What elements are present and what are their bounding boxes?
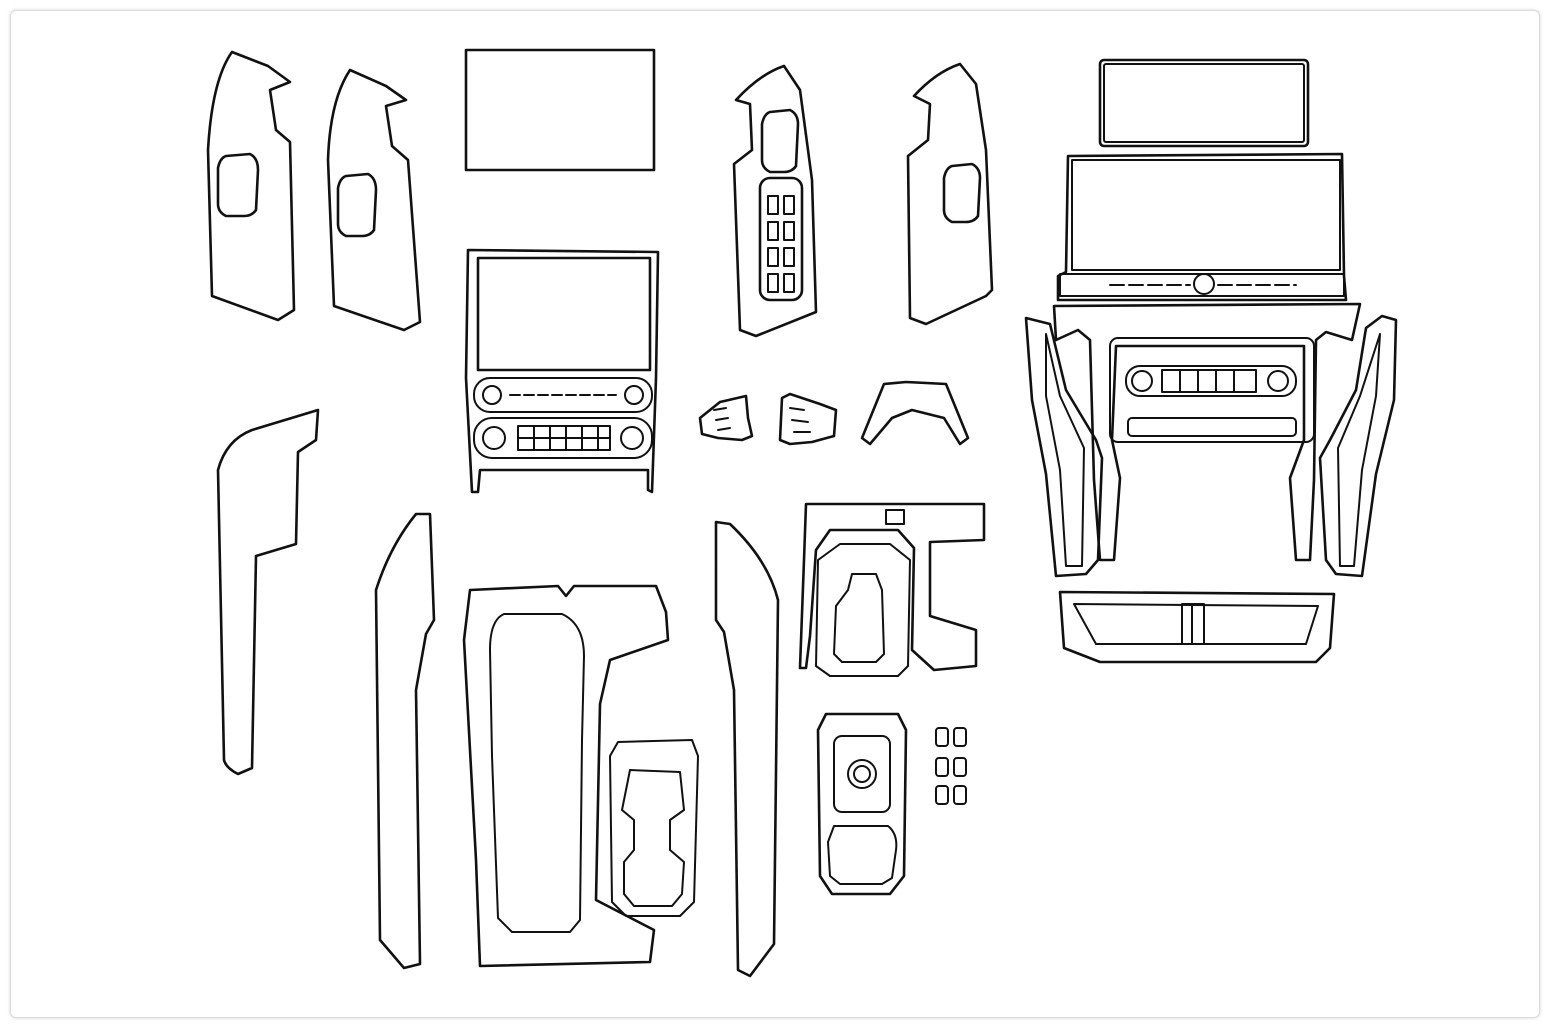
center-console [462, 584, 699, 968]
console-side-left [374, 512, 436, 970]
steering-wheel-trims [698, 380, 970, 446]
gear-shifter-panel [798, 502, 986, 677]
a-pillar-trim [216, 408, 320, 776]
wireless-charger-panel [816, 712, 908, 896]
door-panel-right [906, 62, 994, 326]
infotainment-panel [464, 248, 660, 494]
door-panel-left-rear [326, 68, 422, 332]
console-side-right [714, 520, 780, 978]
small-button-pads [935, 727, 967, 805]
screen-protector-small [464, 48, 656, 172]
dashboard-assembly [1024, 58, 1398, 664]
door-panel-left-front [206, 50, 296, 322]
door-panel-switch [732, 64, 818, 338]
